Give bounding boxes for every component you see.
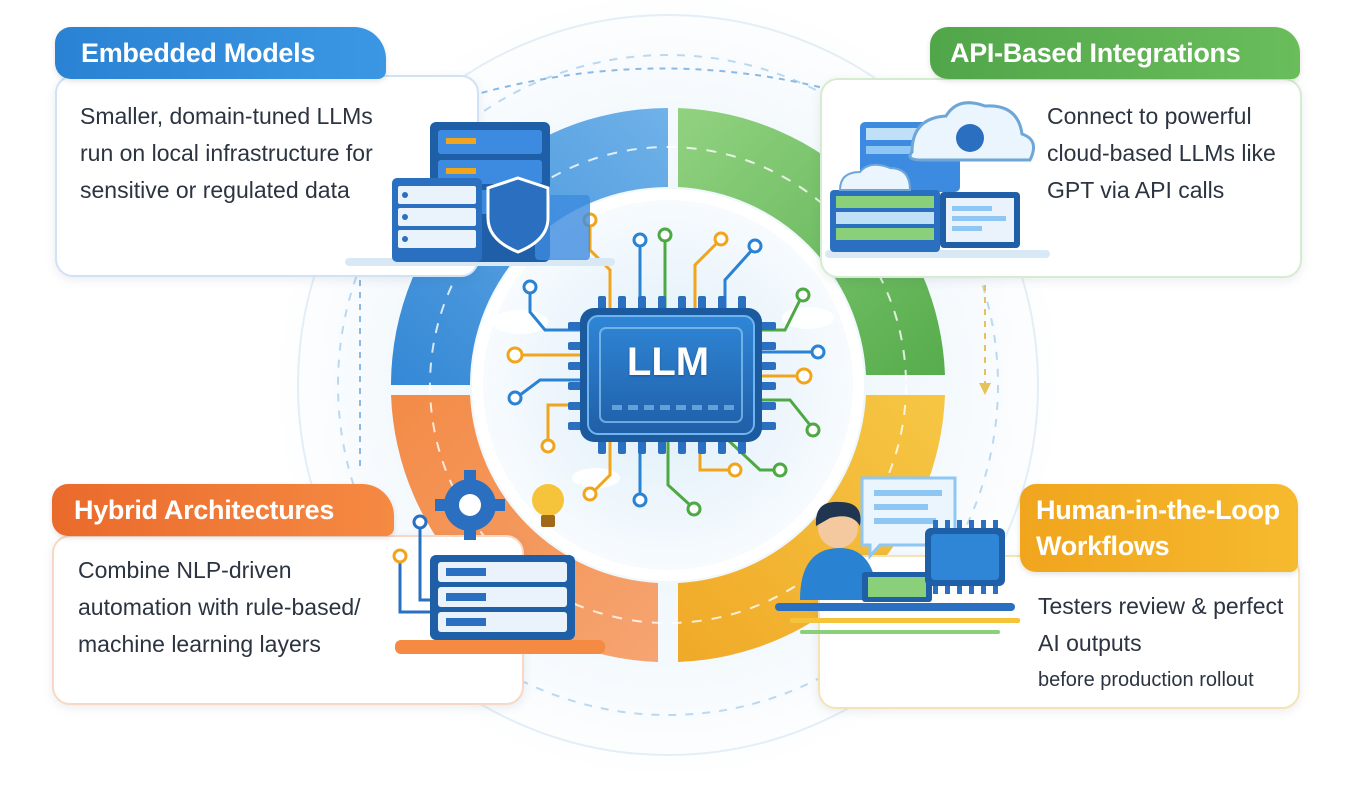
human-description-small: before production rollout bbox=[1038, 669, 1254, 691]
api-integrations-title: API-Based Integrations bbox=[930, 27, 1300, 79]
hybrid-architectures-title: Hybrid Architectures bbox=[52, 484, 394, 536]
hybrid-architectures-description: Combine NLP-driven automation with rule-… bbox=[78, 557, 361, 657]
human-description-main: Testers review & perfect AI outputs bbox=[1038, 593, 1284, 656]
embedded-shield-label: LLM bbox=[500, 203, 536, 222]
embedded-models-description: Smaller, domain-tuned LLMs run on local … bbox=[80, 103, 373, 203]
llm-chip-label: LLM bbox=[626, 340, 710, 384]
ring-segment-green bbox=[678, 108, 945, 375]
api-integrations-description: Connect to powerful cloud-based LLMs lik… bbox=[1047, 103, 1276, 203]
ring-segment-blue bbox=[391, 108, 668, 385]
outer-faint-ring bbox=[297, 14, 1039, 756]
human-in-the-loop-description: Testers review & perfect AI outputs befo… bbox=[1038, 588, 1293, 699]
human-in-the-loop-title: Human-in-the-Loop Workflows bbox=[1020, 484, 1298, 572]
ring-segment-orange bbox=[391, 395, 658, 662]
ring-segments bbox=[391, 108, 945, 662]
ring-segment-yellow bbox=[678, 395, 945, 662]
embedded-models-title: Embedded Models bbox=[55, 27, 386, 79]
circuit-nodes bbox=[506, 212, 826, 517]
outer-dashed-ring bbox=[337, 54, 999, 716]
llm-chip bbox=[568, 296, 776, 454]
